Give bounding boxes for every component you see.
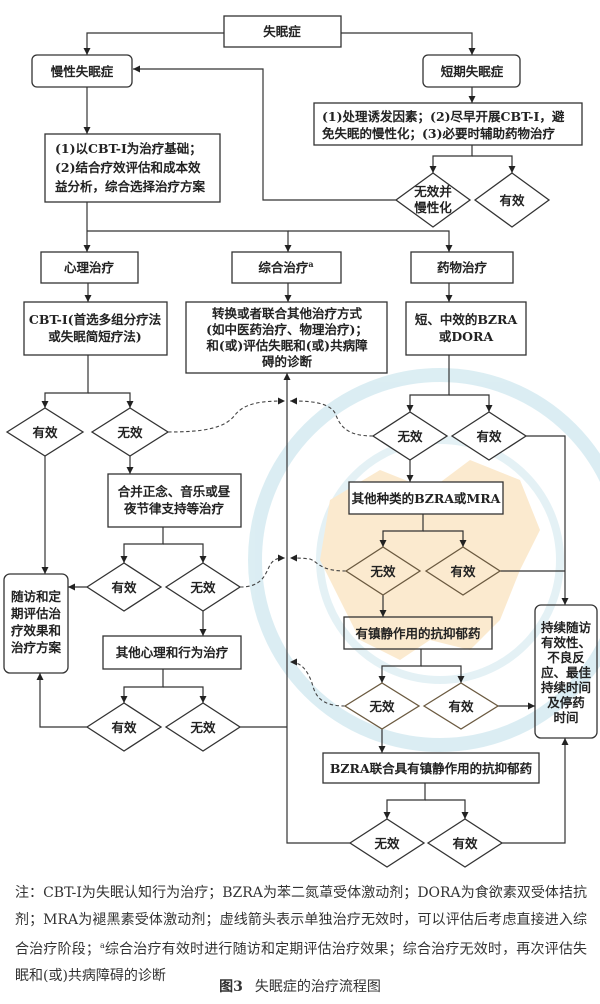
figure-caption: 图3 失眠症的治疗流程图 — [0, 976, 600, 996]
node-label: (1)以CBT-I为治疗基础； — [55, 141, 202, 156]
node-drug-therapy: 药物治疗 — [410, 251, 514, 284]
node-label: 免失眠的慢性化；(3)必要时辅助药物治疗 — [322, 126, 556, 141]
node-label: (2)结合疗效评估和成本效 — [55, 160, 201, 175]
figure-title: 失眠症的治疗流程图 — [254, 979, 381, 995]
node-follow-up: 随访和定 期评估治 疗效果和 治疗方案 — [3, 573, 69, 674]
node-insomnia: 失眠症 — [223, 15, 342, 48]
node-label: 药物治疗 — [437, 260, 488, 275]
decision-label: 无效 — [373, 836, 400, 851]
decision-label: 有效 — [452, 836, 478, 851]
decision-mindfulness-ineffective: 无效 — [164, 562, 242, 612]
node-combined-therapy: 综合治疗a — [231, 251, 342, 284]
node-label: 疗效果和 — [11, 623, 61, 638]
decision-label: 有效 — [111, 580, 137, 595]
decision-bzra-effective: 有效 — [450, 411, 528, 461]
node-chronic-insomnia: 慢性失眠症 — [31, 54, 133, 88]
decision-label: 有效 — [111, 720, 137, 735]
node-psychotherapy: 心理治疗 — [40, 251, 139, 284]
node-drug-follow-up: 持续随访 有效性、 不良反 应、最佳 持续时间 及停药 时间 — [534, 604, 598, 739]
node-label: 时间 — [553, 710, 578, 725]
node-label: 随访和定 — [11, 589, 62, 604]
node-label: 短期失眠症 — [441, 64, 504, 79]
node-label: 或DORA — [439, 329, 494, 344]
connectors — [36, 32, 569, 844]
decision-label: 无效并 — [413, 184, 452, 199]
note-text: 注：CBT-I为失眠认知行为治疗；BZRA为苯二氮䓬受体激动剂；DORA为食欲素… — [15, 885, 587, 958]
node-short-mid-bzra: 短、中效的BZRA 或DORA — [405, 301, 527, 356]
node-short-term-plan: (1)处理诱发因素；(2)尽早开展CBT-I，避 免失眠的慢性化；(3)必要时辅… — [313, 102, 583, 146]
node-label: 其他种类的BZRA或MRA — [352, 491, 501, 506]
node-label: CBT-I(首选多组分疗法 — [29, 312, 162, 327]
node-label: 碍的诊断 — [262, 354, 313, 369]
node-label: BZRA联合具有镇静作用的抗抑郁药 — [330, 761, 533, 776]
node-cbt-i: CBT-I(首选多组分疗法 或失眠简短疗法) — [23, 301, 168, 356]
figure-label: 图3 — [219, 979, 243, 995]
node-bzra-plus-antidepressant: BZRA联合具有镇静作用的抗抑郁药 — [322, 752, 540, 784]
node-label: 其他心理和行为治疗 — [116, 645, 229, 660]
node-chronic-plan: (1)以CBT-I为治疗基础； (2)结合疗效评估和成本效 益分析，综合选择治疗… — [44, 133, 221, 203]
decision-other-bzra-ineffective: 无效 — [344, 546, 422, 596]
decision-ineffective-chronic: 无效并 慢性化 — [394, 172, 472, 228]
decision-label: 无效 — [368, 699, 395, 714]
node-label: 综合治疗a — [258, 259, 313, 275]
note-superscript: a — [99, 941, 105, 950]
decision-cbt-ineffective: 无效 — [90, 407, 170, 457]
decision-cbt-effective: 有效 — [5, 407, 85, 457]
node-label: 治疗方案 — [11, 640, 62, 655]
node-label: 夜节律支持等治疗 — [123, 501, 225, 516]
node-short-term-insomnia: 短期失眠症 — [422, 54, 521, 88]
note-text: 综合治疗有效时进行随访和定期评估治疗效果；综合治疗无效时，再次评估失眠和(或)共… — [15, 941, 588, 985]
decision-label: 无效 — [369, 564, 396, 579]
node-label: 期评估治 — [11, 606, 62, 621]
decision-label: 无效 — [189, 720, 216, 735]
node-combined-detail: 转换或者联合其他治疗方式 (如中医药治疗、物理治疗)； 和(或)评估失眠和(或)… — [185, 301, 388, 374]
decision-label: 无效 — [396, 429, 423, 444]
insomnia-treatment-flowchart: 失眠症 慢性失眠症 短期失眠症 (1)处理诱发因素；(2)尽早开展CBT-I，避… — [3, 15, 600, 868]
node-label: 持续随访 — [541, 620, 592, 635]
node-other-psych-therapy: 其他心理和行为治疗 — [102, 635, 242, 670]
decision-short-effective: 有效 — [473, 172, 551, 228]
node-label: 心理治疗 — [64, 260, 115, 275]
node-label: 失眠症 — [263, 24, 301, 39]
decision-combo-effective: 有效 — [426, 818, 504, 868]
decision-label: 无效 — [116, 425, 143, 440]
node-label: 不良反 — [547, 650, 585, 665]
node-label: 有镇静作用的抗抑郁药 — [355, 626, 481, 641]
decision-label: 有效 — [32, 425, 58, 440]
decision-label: 无效 — [189, 580, 216, 595]
node-label: 和(或)评估失眠和(或)共病障 — [205, 338, 368, 353]
decision-label: 有效 — [448, 699, 474, 714]
node-label: 有效性、 — [541, 635, 591, 650]
decision-mindfulness-effective: 有效 — [85, 562, 163, 612]
node-mindfulness-therapy: 合并正念、音乐或昼 夜节律支持等治疗 — [107, 473, 242, 528]
node-label: 益分析，综合选择治疗方案 — [55, 179, 206, 194]
node-sedating-antidepressant: 有镇静作用的抗抑郁药 — [343, 616, 493, 650]
decision-other-psych-effective: 有效 — [85, 702, 163, 752]
decision-label: 有效 — [450, 564, 476, 579]
node-label: 及停药 — [547, 695, 585, 710]
decision-combo-ineffective: 无效 — [348, 818, 426, 868]
node-label: 短、中效的BZRA — [415, 312, 518, 327]
decision-other-psych-ineffective: 无效 — [164, 702, 242, 752]
node-label: 持续时间 — [541, 680, 591, 695]
decision-label: 慢性化 — [414, 200, 452, 215]
figure-note: 注：CBT-I为失眠认知行为治疗；BZRA为苯二氮䓬受体激动剂；DORA为食欲素… — [15, 880, 587, 990]
node-label: 或失眠简短疗法) — [48, 329, 141, 344]
decision-bzra-ineffective: 无效 — [371, 411, 449, 461]
decision-antidepressant-effective: 有效 — [422, 682, 500, 730]
node-label: 应、最佳 — [541, 665, 592, 680]
decision-label: 有效 — [499, 193, 525, 208]
node-label: 合并正念、音乐或昼 — [118, 484, 231, 499]
decision-antidepressant-ineffective: 无效 — [343, 682, 421, 730]
node-label: (如中医药治疗、物理治疗)； — [206, 322, 368, 337]
node-label: (1)处理诱发因素；(2)尽早开展CBT-I，避 — [322, 109, 565, 124]
decision-label: 有效 — [476, 429, 502, 444]
node-label: 慢性失眠症 — [51, 64, 114, 79]
node-other-bzra-mra: 其他种类的BZRA或MRA — [348, 481, 504, 515]
node-label: 转换或者联合其他治疗方式 — [212, 306, 363, 321]
decision-other-bzra-effective: 有效 — [424, 546, 502, 596]
